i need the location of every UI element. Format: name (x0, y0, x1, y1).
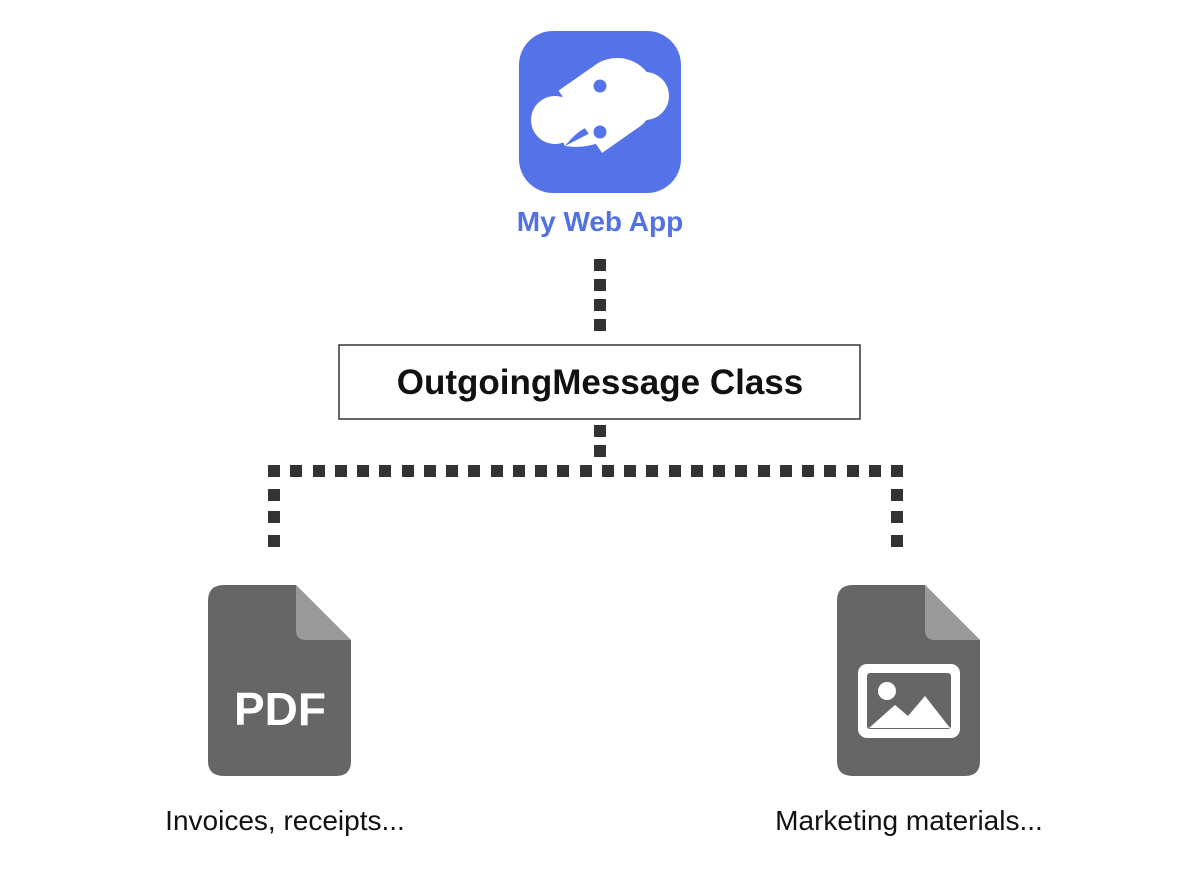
branch-dot (735, 465, 747, 477)
branch-dot (824, 465, 836, 477)
branch-dot (624, 465, 636, 477)
connector-app-to-class (594, 259, 606, 331)
branch-dot (513, 465, 525, 477)
branch-dot (557, 465, 569, 477)
branch-dot (713, 465, 725, 477)
picture-glyph-icon (858, 664, 960, 738)
branch-dot (780, 465, 792, 477)
connector-branch (268, 465, 903, 477)
branch-dot (268, 465, 280, 477)
branch-dot (491, 465, 503, 477)
branch-dot (669, 465, 681, 477)
branch-dot (290, 465, 302, 477)
branch-dot (869, 465, 881, 477)
branch-dot (580, 465, 592, 477)
branch-dot (758, 465, 770, 477)
image-file-icon (837, 585, 980, 776)
chain-link-icon (531, 57, 669, 153)
branch-dot (535, 465, 547, 477)
branch-dot (379, 465, 391, 477)
app-name: My Web App (517, 206, 683, 237)
pdf-file-icon: PDF (208, 585, 351, 776)
class-box: OutgoingMessage Class (338, 344, 861, 420)
branch-dot (446, 465, 458, 477)
branch-dot (646, 465, 658, 477)
branch-dot (335, 465, 347, 477)
branch-dot (891, 465, 903, 477)
branch-dot (468, 465, 480, 477)
branch-dot (357, 465, 369, 477)
image-caption: Marketing materials... (775, 805, 1043, 836)
branch-dot (313, 465, 325, 477)
connector-to-image (891, 489, 903, 547)
connector-to-pdf (268, 489, 280, 547)
branch-dot (847, 465, 859, 477)
branch-dot (424, 465, 436, 477)
connector-class-to-branch (594, 425, 606, 457)
branch-dot (602, 465, 614, 477)
class-box-label: OutgoingMessage Class (397, 363, 803, 402)
branch-dot (402, 465, 414, 477)
branch-dot (691, 465, 703, 477)
pdf-caption: Invoices, receipts... (165, 805, 405, 836)
pdf-badge: PDF (234, 683, 326, 735)
branch-dot (802, 465, 814, 477)
app-icon (519, 31, 681, 193)
